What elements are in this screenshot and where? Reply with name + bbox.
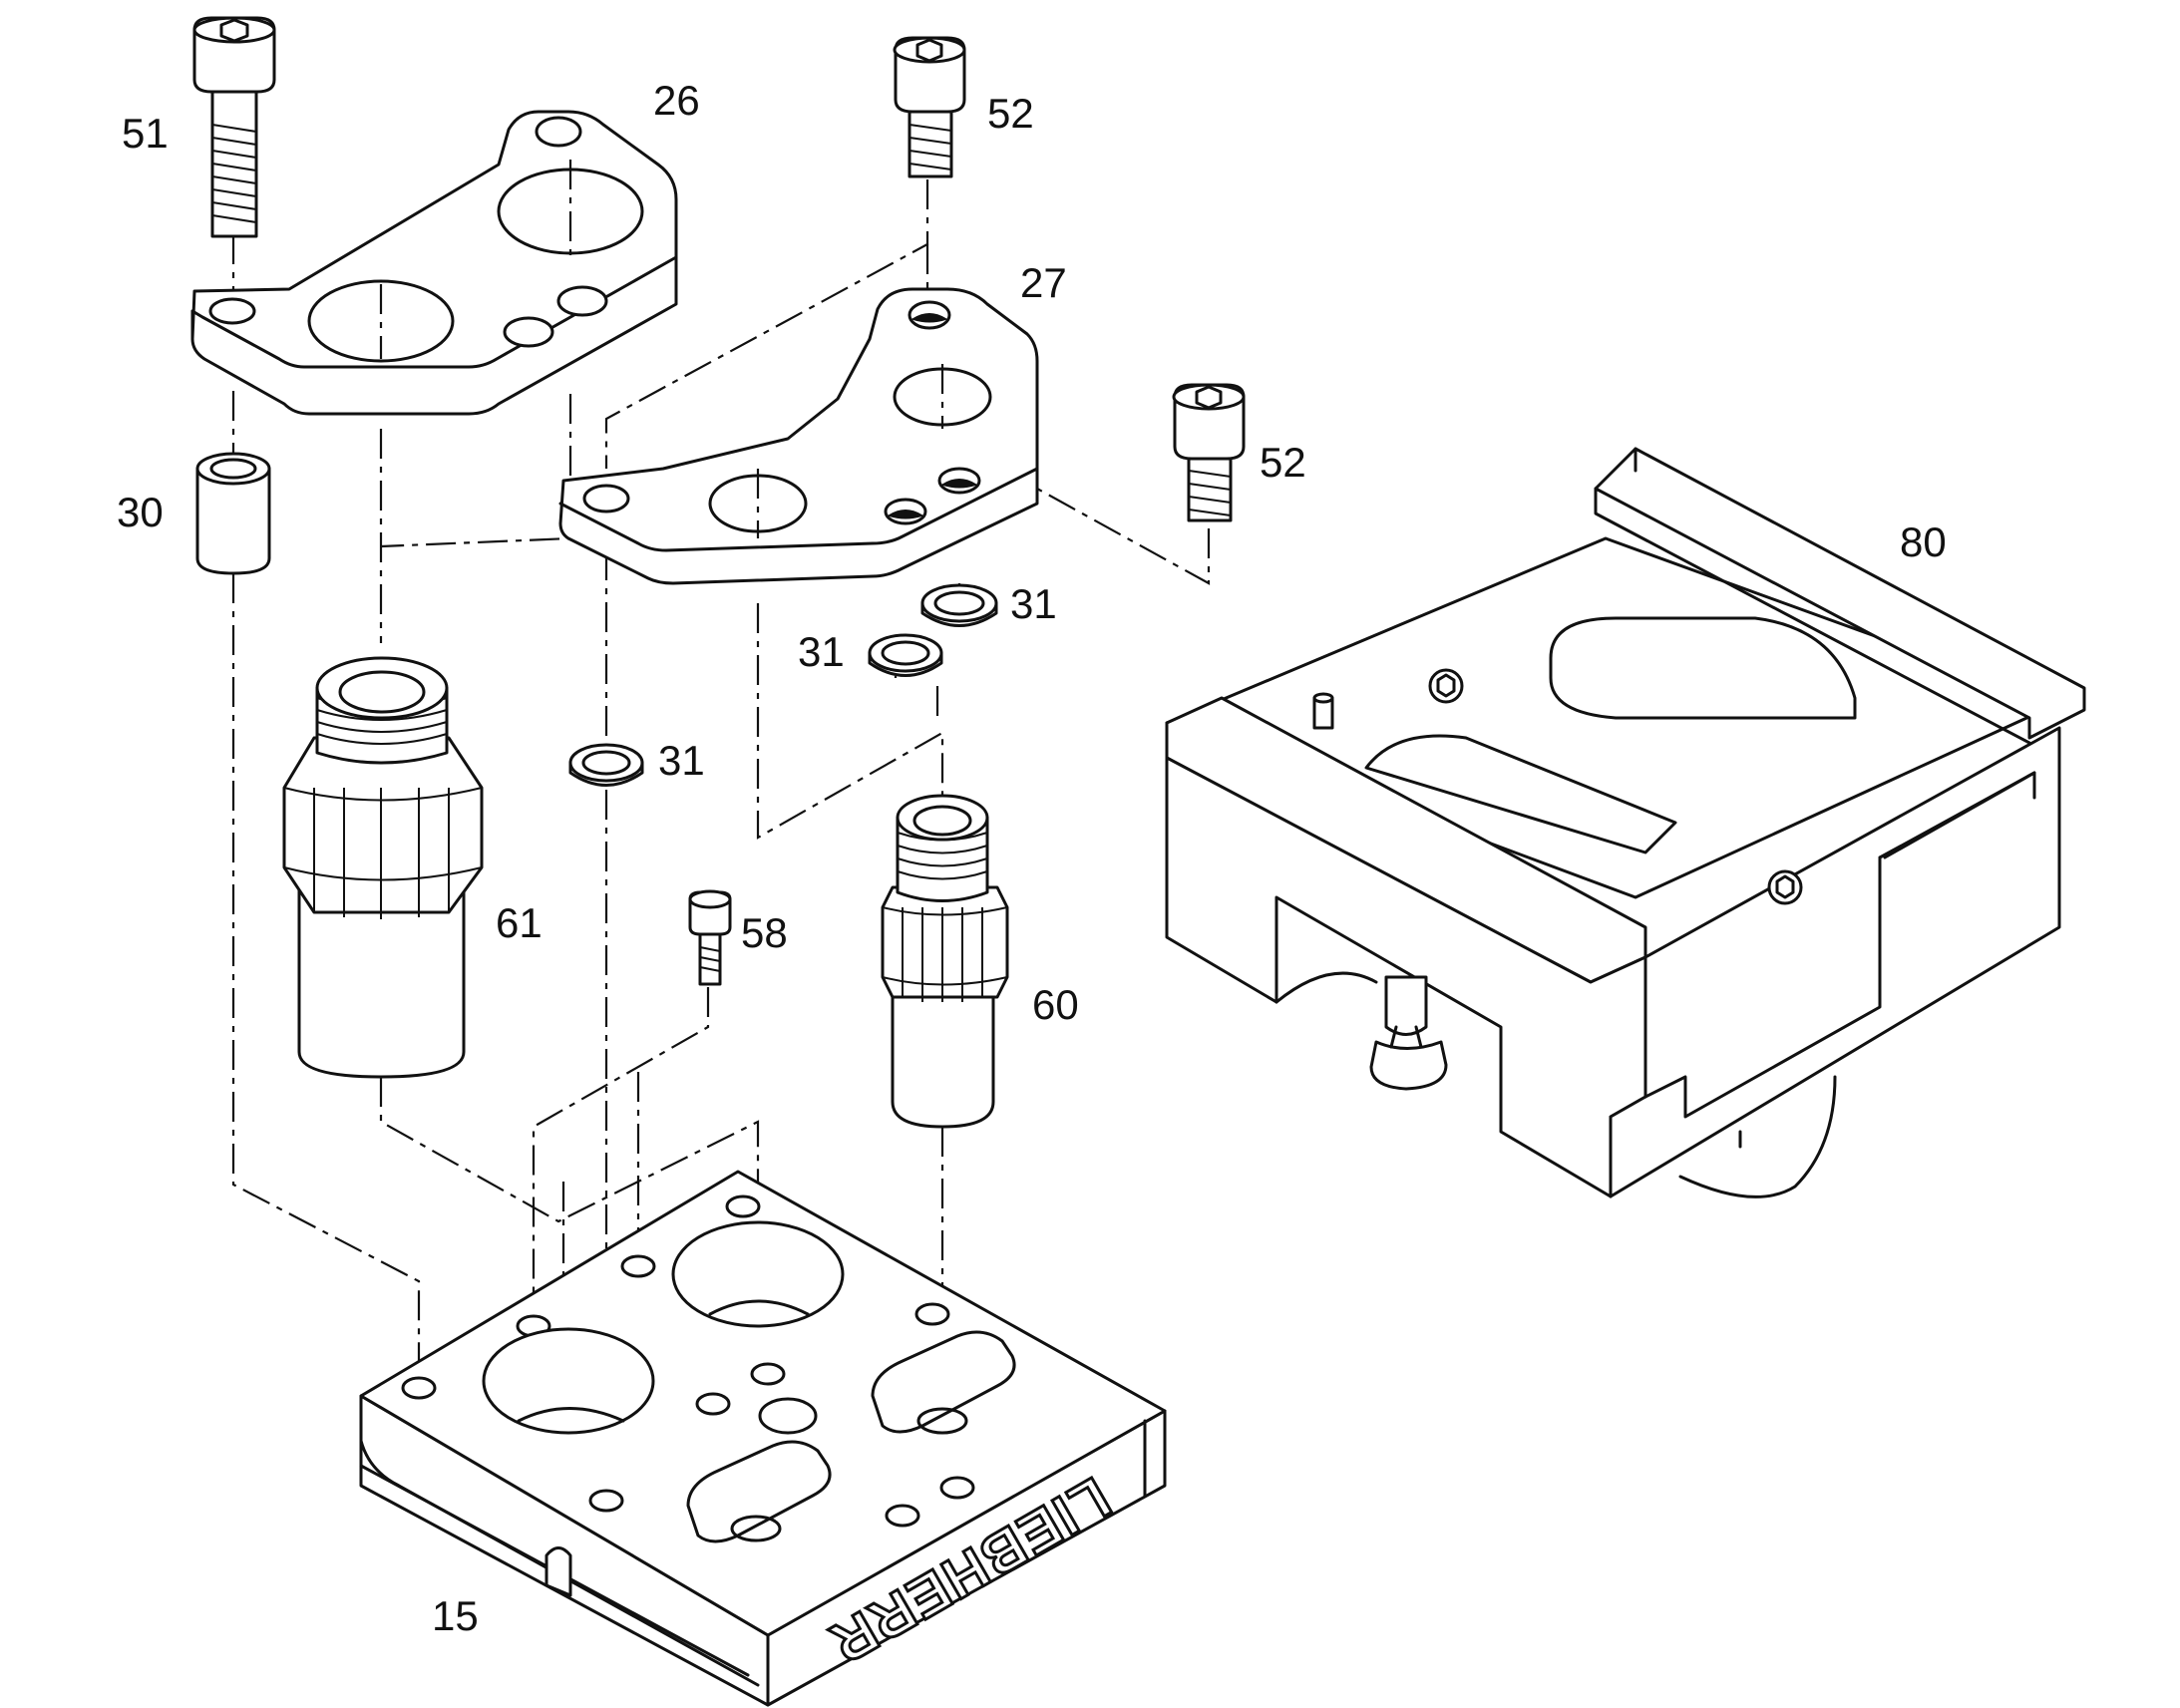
- callout-15: 15: [432, 1592, 479, 1639]
- callout-27: 27: [1020, 259, 1067, 306]
- callout-61: 61: [496, 899, 543, 946]
- cap-screw-52-top: [893, 36, 966, 178]
- callout-30: 30: [117, 489, 164, 535]
- callout-31-c: 31: [658, 737, 705, 784]
- seal-ring-31-a: [920, 583, 998, 627]
- cradle-block-80: [1165, 447, 2086, 1198]
- callout-51: 51: [122, 110, 169, 157]
- callout-31-b: 31: [798, 628, 845, 675]
- sleeve-30: [195, 452, 271, 575]
- callout-58: 58: [741, 909, 788, 956]
- callout-52-top: 52: [987, 90, 1034, 137]
- fitting-60: [881, 794, 1009, 1129]
- callout-labels: 51 26 52 27 52 30 80 31 31 31 61 58 60 1…: [117, 77, 1947, 1639]
- fitting-61: [282, 656, 484, 1079]
- cap-screw-51: [192, 16, 276, 238]
- small-screw-58: [688, 889, 732, 986]
- mounting-plate-27: [558, 287, 1039, 585]
- mounting-plate-26: [190, 110, 678, 416]
- callout-80: 80: [1900, 518, 1947, 565]
- callout-52-right: 52: [1260, 439, 1306, 486]
- base-block-15: LIEBHERR: [359, 1170, 1167, 1707]
- seal-ring-31-c: [568, 743, 644, 787]
- callout-26: 26: [653, 77, 700, 124]
- callout-60: 60: [1032, 981, 1079, 1028]
- callout-31-a: 31: [1010, 580, 1057, 627]
- seal-ring-31-b: [868, 633, 943, 677]
- cap-screw-52-right: [1172, 383, 1246, 522]
